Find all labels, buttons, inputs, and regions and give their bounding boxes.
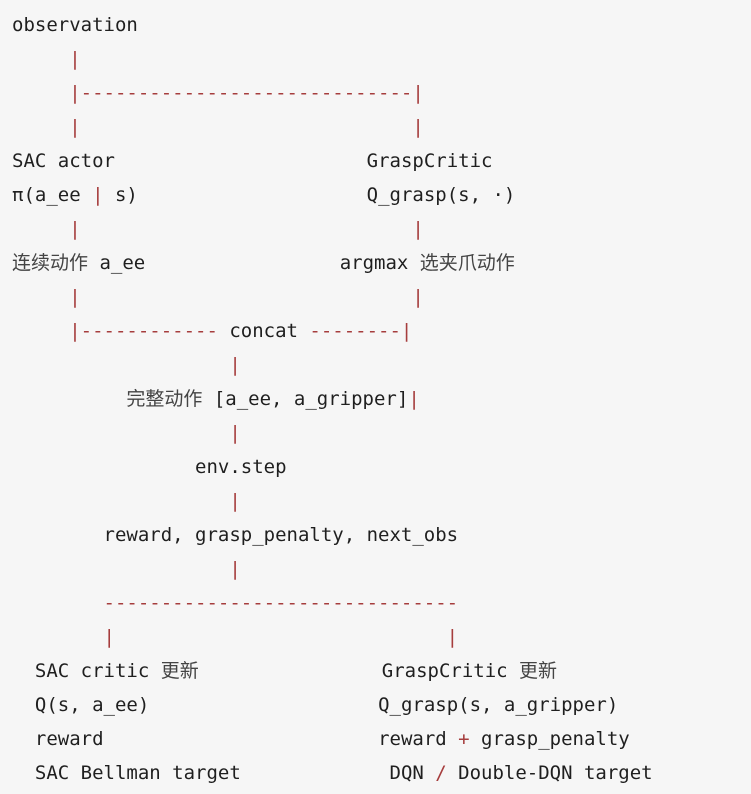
node-label: DQN bbox=[389, 762, 436, 784]
chinese-label: 连续动作 bbox=[12, 252, 89, 274]
connector-line: | bbox=[12, 422, 241, 444]
connector-line: | | bbox=[12, 286, 424, 308]
spacer bbox=[145, 252, 339, 274]
node-label: concat bbox=[229, 320, 298, 342]
spacer bbox=[104, 728, 379, 750]
node-label: GraspCritic bbox=[381, 660, 520, 682]
node-label: argmax bbox=[339, 252, 420, 274]
node-label: π(a_ee bbox=[12, 184, 93, 206]
spacer bbox=[12, 524, 104, 546]
connector-line: | | bbox=[12, 218, 424, 240]
spacer bbox=[241, 762, 390, 784]
node-label: reward bbox=[12, 728, 104, 750]
chinese-label: 选夹爪动作 bbox=[419, 252, 515, 274]
connector-line: | | bbox=[12, 626, 459, 648]
node-label: Q_grasp(s, a_gripper) bbox=[378, 694, 619, 716]
connector-line: |-----------------------------| bbox=[12, 82, 424, 104]
connector-line: | bbox=[92, 184, 104, 206]
node-label: Double-DQN target bbox=[446, 762, 653, 784]
spacer bbox=[12, 388, 126, 410]
connector-line: | bbox=[12, 48, 81, 70]
connector-line: | bbox=[12, 354, 241, 376]
chinese-label: 更新 bbox=[160, 660, 199, 682]
chinese-label: 完整动作 bbox=[126, 388, 203, 410]
connector-line: / bbox=[435, 762, 447, 784]
connector-line: | | bbox=[12, 116, 424, 138]
node-label: Q_grasp(s, ·) bbox=[366, 184, 516, 206]
connector-line: | bbox=[408, 388, 420, 410]
node-label: GraspCritic bbox=[366, 150, 493, 172]
node-label: observation bbox=[12, 14, 138, 36]
spacer bbox=[138, 184, 367, 206]
node-label: SAC critic bbox=[12, 660, 161, 682]
node-label: SAC actor bbox=[12, 150, 115, 172]
node-label: SAC Bellman target bbox=[12, 762, 241, 784]
node-label: env.step bbox=[195, 456, 287, 478]
connector-line: | bbox=[12, 558, 241, 580]
node-label: s) bbox=[103, 184, 138, 206]
connector-line: |------------ bbox=[12, 320, 230, 342]
connector-line: + bbox=[458, 728, 470, 750]
node-label: Q(s, a_ee) bbox=[12, 694, 150, 716]
node-label: reward bbox=[378, 728, 459, 750]
chinese-label: 更新 bbox=[519, 660, 558, 682]
connector-line: --------| bbox=[297, 320, 413, 342]
connector-line: | bbox=[12, 490, 241, 512]
node-label: reward, grasp_penalty, next_obs bbox=[103, 524, 459, 546]
spacer bbox=[115, 150, 367, 172]
spacer bbox=[12, 456, 195, 478]
node-label: grasp_penalty bbox=[469, 728, 630, 750]
spacer bbox=[149, 694, 378, 716]
flow-diagram: observation | |-------------------------… bbox=[12, 8, 653, 790]
node-label: [a_ee, a_gripper] bbox=[202, 388, 409, 410]
node-label: a_ee bbox=[88, 252, 146, 274]
spacer bbox=[199, 660, 382, 682]
connector-line: ------------------------------- bbox=[12, 592, 459, 614]
